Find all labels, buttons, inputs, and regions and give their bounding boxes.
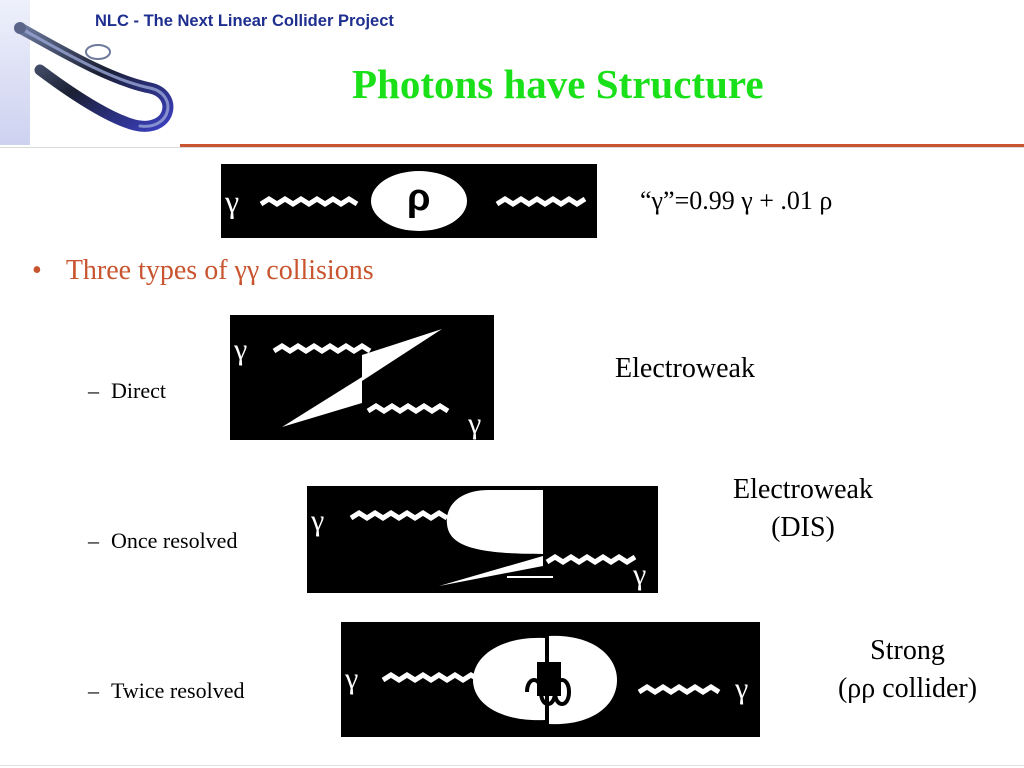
rho-label: ρ bbox=[407, 177, 431, 219]
nlc-logo-icon bbox=[14, 22, 174, 132]
interaction-direct: Electroweak bbox=[585, 350, 785, 388]
collision-type-name: Direct bbox=[111, 378, 166, 403]
direct-diagram: γ γ bbox=[230, 315, 494, 440]
header-divider-shadow bbox=[0, 147, 1024, 148]
interaction-label-sub: (ρρ collider) bbox=[837, 673, 978, 704]
once-resolved-diagram: γ γ bbox=[307, 486, 658, 593]
sub-bullet-marker: – bbox=[88, 678, 99, 703]
interaction-twice-resolved: Strong (ρρ collider) bbox=[800, 632, 1015, 708]
photon-composition-formula: “γ”=0.99 γ + .01 ρ bbox=[640, 186, 833, 215]
bullet-marker: • bbox=[32, 255, 42, 286]
collision-type-direct: –Direct bbox=[88, 378, 166, 404]
main-bullet-text: Three types of γγ collisions bbox=[65, 255, 374, 286]
interaction-label-sub: (DIS) bbox=[771, 512, 835, 543]
collision-type-name: Twice resolved bbox=[111, 678, 245, 703]
interaction-label: Strong bbox=[870, 635, 945, 666]
slide-title: Photons have Structure bbox=[352, 61, 764, 107]
rho-blob bbox=[371, 171, 467, 231]
main-bullet: • Three types of γγ collisions bbox=[32, 255, 374, 287]
gamma-label-out: γ bbox=[734, 672, 748, 705]
footer-divider bbox=[0, 765, 1024, 766]
project-name: NLC - The Next Linear Collider Project bbox=[95, 12, 394, 30]
interaction-once-resolved: Electroweak (DIS) bbox=[703, 471, 903, 547]
rho-diagram: γ ρ bbox=[221, 164, 597, 238]
gamma-label: γ bbox=[233, 333, 247, 366]
side-panel bbox=[0, 0, 30, 145]
gamma-label: γ bbox=[310, 504, 324, 537]
gamma-label: γ bbox=[224, 183, 239, 219]
photon-line-right bbox=[495, 196, 587, 207]
interaction-label: Electroweak bbox=[615, 353, 755, 384]
collision-type-once-resolved: –Once resolved bbox=[88, 528, 237, 554]
sub-bullet-marker: – bbox=[88, 378, 99, 403]
collision-type-name: Once resolved bbox=[111, 528, 238, 553]
gamma-label: γ bbox=[344, 662, 358, 695]
gamma-label-out: γ bbox=[467, 407, 481, 440]
sub-bullet-marker: – bbox=[88, 528, 99, 553]
collision-type-twice-resolved: –Twice resolved bbox=[88, 678, 244, 704]
interaction-label: Electroweak bbox=[733, 474, 873, 505]
photon-line-left bbox=[259, 196, 359, 207]
header-divider bbox=[180, 144, 1024, 147]
gamma-label-out: γ bbox=[632, 558, 646, 591]
twice-resolved-diagram: γ γ bbox=[341, 622, 760, 737]
